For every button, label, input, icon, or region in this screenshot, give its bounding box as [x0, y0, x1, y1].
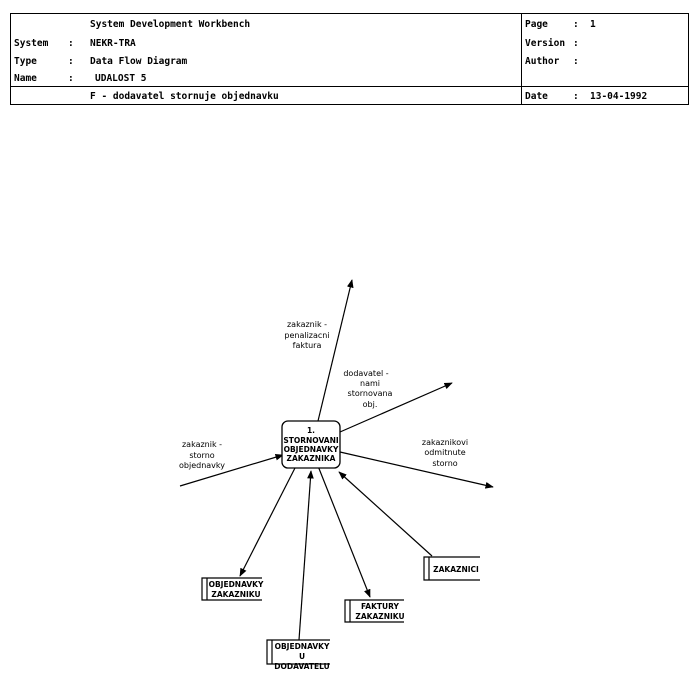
store-faktury-zakazniku-line1: FAKTURY: [361, 602, 399, 611]
header-box: [10, 13, 689, 105]
header-title: System Development Workbench: [90, 19, 251, 30]
page-colon: :: [573, 19, 579, 30]
system-label: System: [14, 38, 49, 49]
store-faktury-zakazniku: FAKTURY ZAKAZNIKU: [344, 599, 405, 623]
flow-from-zakaznici: [338, 471, 433, 557]
store-objednavky-zakazniku-line2: ZAKAZNIKU: [211, 590, 260, 599]
flow-in-customer-label: zakaznik - storno objednavky: [179, 440, 225, 470]
flow-out-customer-line2: odmitnute: [424, 448, 465, 457]
system-colon: :: [68, 38, 74, 49]
author-label: Author: [525, 56, 560, 67]
author-colon: :: [573, 56, 579, 67]
flow-up-supplier-line1: dodavatel -: [343, 369, 388, 378]
flow-in-customer-line3: objednavky: [179, 461, 225, 470]
flow-up-customer-line3: faktura: [293, 341, 322, 350]
flow-up-supplier-line4: obj.: [363, 400, 378, 409]
store-zakaznici-line1: ZAKAZNICI: [433, 565, 479, 574]
store-objednavky-zakazniku-line1: OBJEDNAVKY: [209, 580, 264, 589]
flow-in-customer-line2: storno: [189, 451, 214, 460]
name-value: UDALOST 5: [95, 73, 147, 84]
store-objednavky-u-dodavatelu: OBJEDNAVKY U DODAVATELU: [266, 639, 330, 671]
date-value: 13-04-1992: [590, 91, 648, 102]
flow-up-supplier-line3: stornovana: [348, 389, 393, 398]
version-colon: :: [573, 38, 579, 49]
type-label: Type: [14, 56, 37, 67]
process-box: [281, 420, 341, 469]
store-objednavky-u-dodavatelu-line2: U: [299, 652, 305, 661]
flow-to-faktury-zakazniku: [317, 465, 371, 598]
flow-up-supplier-arrow: [339, 382, 453, 433]
header-divider: [521, 14, 522, 104]
store-objednavky-zakazniku: OBJEDNAVKY ZAKAZNIKU: [201, 577, 264, 601]
flow-in-customer-arrow: [179, 453, 284, 487]
process-line1: STORNOVANI: [283, 436, 338, 445]
process-number: 1.: [307, 426, 315, 435]
process-line2: OBJEDNAVKY: [284, 445, 339, 454]
flow-from-objednavky-u-dodavatelu: [298, 470, 314, 641]
flow-in-customer-line1: zakaznik -: [182, 440, 222, 449]
flow-up-customer-label: zakaznik - penalizacni faktura: [284, 320, 329, 350]
flow-up-customer-line2: penalizacni: [284, 331, 329, 340]
process-line3: ZAKAZNIKA: [287, 454, 336, 463]
flow-out-customer-arrow: [339, 451, 494, 489]
flow-out-customer-label: zakaznikovi odmitnute storno: [422, 438, 468, 468]
date-colon: :: [573, 91, 579, 102]
page-label: Page: [525, 19, 548, 30]
page-value: 1: [590, 19, 596, 30]
store-objednavky-u-dodavatelu-line1: OBJEDNAVKY: [275, 642, 330, 651]
store-objednavky-u-dodavatelu-line3: DODAVATELU: [274, 662, 329, 671]
type-colon: :: [68, 56, 74, 67]
flow-up-supplier-label: dodavatel - nami stornovana obj.: [343, 369, 392, 409]
flow-out-customer-line1: zakaznikovi: [422, 438, 468, 447]
flow-up-customer-line1: zakaznik -: [287, 320, 327, 329]
store-faktury-zakazniku-line2: ZAKAZNIKU: [355, 612, 404, 621]
name-colon: :: [68, 73, 74, 84]
store-zakaznici: ZAKAZNICI: [423, 556, 480, 581]
system-value: NEKR-TRA: [90, 38, 136, 49]
header-separator: [11, 86, 688, 87]
flow-to-objednavky-zakazniku: [239, 465, 297, 577]
flow-out-customer-line3: storno: [432, 459, 457, 468]
version-label: Version: [525, 38, 566, 49]
flow-up-customer-arrow: [317, 279, 354, 422]
name-label: Name: [14, 73, 37, 84]
flow-up-supplier-line2: nami: [360, 379, 380, 388]
date-label: Date: [525, 91, 548, 102]
type-value: Data Flow Diagram: [90, 56, 188, 67]
event-text: F - dodavatel stornuje objednavku: [90, 91, 279, 102]
